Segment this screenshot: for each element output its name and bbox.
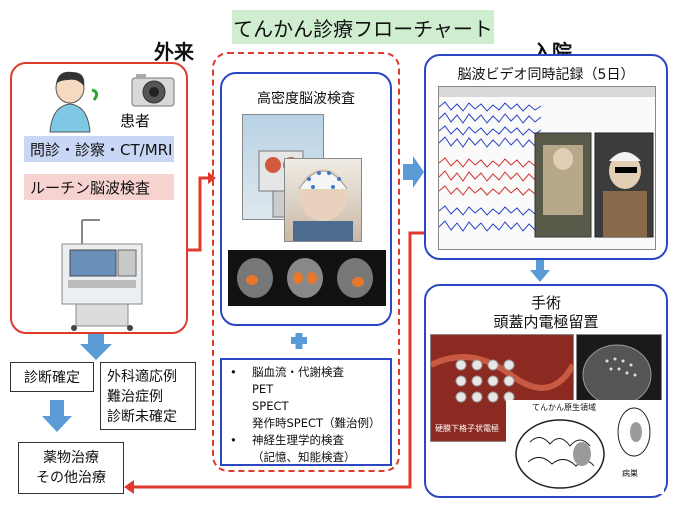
- treatment-line-1: 薬物治療: [43, 450, 99, 466]
- diagnosis-line-3: 診断未確定: [107, 409, 177, 425]
- hd-eeg-patient-photo: [284, 158, 362, 242]
- test-item: PET: [252, 382, 274, 396]
- diagnosis-line-2: 難治症例: [107, 389, 163, 405]
- page-title-text: てんかん診療フローチャート: [233, 16, 493, 41]
- brain-diagram: てんかん原生領域 病巣: [506, 400, 664, 494]
- test-item: • 神経生理学的検査: [230, 433, 344, 447]
- camera-icon: [131, 74, 175, 107]
- eeg-tag: ルーチン脳波検査: [24, 174, 174, 200]
- arrow-to-treatment-blue: [42, 400, 72, 432]
- test-item: • 脳血流・代謝検査: [230, 365, 344, 379]
- outpatient-label: 外来: [154, 40, 194, 64]
- arrow-outpatient-to-center: [188, 176, 208, 252]
- grid-electrode-photo: 硬膜下格子状電極: [430, 334, 574, 442]
- plus-v: [295, 333, 303, 349]
- lesion-caption: 病巣: [622, 469, 638, 478]
- video-eeg-panel: 脳波ビデオ同時記録（5日）: [424, 54, 668, 260]
- treatment-box: 薬物治療 その他治療: [18, 442, 124, 494]
- treatment-line-2: その他治療: [36, 470, 106, 486]
- hd-eeg-panel: 高密度脳波検査: [220, 72, 392, 326]
- center-dashed-panel: [212, 52, 400, 472]
- brain-section: [617, 407, 651, 457]
- mri-slice-2: [287, 258, 323, 298]
- surgery-title: 手術: [530, 294, 561, 312]
- arrow-head-treatment: [124, 480, 134, 494]
- mri-slice-3: [337, 258, 373, 298]
- eeg-traces-image: [439, 87, 655, 238]
- patient-label: 患者: [120, 112, 151, 130]
- exam-tag: 問診・診察・CT/MRI: [24, 136, 174, 162]
- test-item: （記憶、知能検査）: [252, 450, 356, 464]
- diagnosis-confirmed: 診断確定: [10, 362, 94, 392]
- arrow-to-diagnosis: [80, 334, 112, 360]
- skull-xray-photo: [576, 334, 662, 406]
- surgery-subtitle: 頭蓋内電極留置: [493, 313, 599, 331]
- hd-eeg-title: 高密度脳波検査: [257, 91, 355, 107]
- eeg-recording-screen: [438, 86, 656, 250]
- eeg-machine-image: [61, 219, 143, 331]
- tests-list: • 脳血流・代謝検査 PET SPECT 発作時SPECT（難治例） • 神経生…: [230, 364, 381, 466]
- page-title: てんかん診療フローチャート: [232, 10, 494, 44]
- diagnosis-unconfirmed: 外科適応例 難治症例 診断未確定: [100, 362, 196, 430]
- test-item: 発作時SPECT（難治例）: [252, 416, 381, 430]
- arrow-to-treatment: [132, 231, 424, 489]
- diagnosis-line-1: 外科適応例: [107, 369, 177, 385]
- surgery-panel: 手術 頭蓋内電極留置 硬膜下格子状電極 てんかん原生領域: [424, 284, 668, 498]
- brain-outline: [515, 419, 605, 489]
- mri-slice-1: [237, 258, 273, 298]
- brain-mri-strip: [228, 250, 386, 306]
- video-eeg-title: 脳波ビデオ同時記録（5日）: [457, 67, 635, 83]
- test-item: SPECT: [252, 399, 289, 413]
- origin-caption: てんかん原生領域: [532, 403, 596, 412]
- outpatient-panel: 患者 問診・診察・CT/MRI ルーチン脳波検査: [10, 62, 188, 334]
- arrow-center-to-video: [403, 156, 424, 188]
- patient-icon: [49, 71, 99, 133]
- grid-electrode-caption: 硬膜下格子状電極: [435, 424, 499, 433]
- additional-tests-box: • 脳血流・代謝検査 PET SPECT 発作時SPECT（難治例） • 神経生…: [220, 358, 392, 466]
